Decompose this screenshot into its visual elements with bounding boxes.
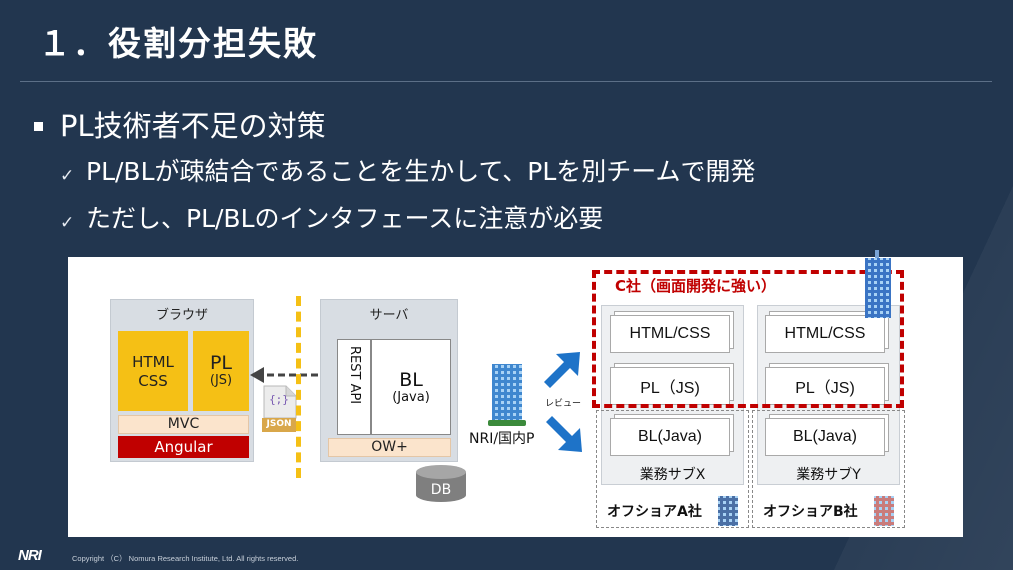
team-x-bl-card: BL(Java)	[610, 418, 730, 456]
mvc-bar: MVC	[118, 415, 249, 434]
offshore-a-label: オフショアA社	[607, 504, 702, 520]
arrow-down-right-icon	[546, 416, 582, 452]
bullet-square-icon	[34, 122, 43, 131]
team-x-html-card: HTML/CSS	[610, 315, 730, 353]
copyright-text: Copyright （C） Nomura Research Institute,…	[72, 554, 299, 563]
team-y-bl-card: BL(Java)	[765, 418, 885, 456]
db-label: DB	[430, 482, 452, 498]
sub-bullet-2: ただし、PL/BLのインタフェースに注意が必要	[86, 204, 604, 233]
bl-label: BL	[399, 369, 423, 391]
pl-label: PL	[209, 352, 233, 374]
nri-label: NRI/国内P	[469, 431, 535, 447]
angular-bar: Angular	[118, 436, 249, 458]
offshore-b-box	[752, 410, 905, 528]
team-x-name: 業務サブX	[639, 467, 706, 483]
css-label: CSS	[138, 372, 168, 390]
building-icon	[718, 496, 738, 526]
building-icon	[865, 250, 891, 318]
browser-pl-box: PL (JS)	[193, 331, 249, 411]
pl-js-label: (JS)	[209, 373, 233, 388]
building-icon	[874, 496, 894, 526]
html-label: HTML	[132, 353, 174, 371]
offshore-a-box	[596, 410, 749, 528]
rest-api-box	[337, 339, 371, 435]
json-glyph: {;}	[269, 393, 289, 406]
arrow-up-right-icon	[544, 352, 580, 388]
network-divider	[296, 296, 301, 478]
dashed-arrow-icon	[250, 367, 318, 383]
bl-java-label: (Java)	[392, 390, 430, 405]
database-icon	[416, 465, 466, 502]
server-bl-box: BL (Java)	[371, 339, 451, 435]
server-caption: サーバ	[369, 308, 409, 323]
company-c-label: C社（画面開発に強い）	[612, 275, 780, 296]
ow-plus-bar: OW+	[328, 438, 451, 457]
team-y-name: 業務サブY	[796, 467, 861, 483]
team-y-html-card: HTML/CSS	[765, 315, 885, 353]
html-css-box: HTML CSS	[118, 331, 188, 411]
main-bullet-text: PL技術者不足の対策	[60, 109, 326, 143]
nri-logo: NRI	[18, 547, 42, 564]
json-label: JSON	[266, 419, 292, 429]
browser-caption: ブラウザ	[155, 308, 208, 323]
team-y-pl-card: PL（JS)	[765, 367, 885, 405]
title-divider	[20, 81, 992, 82]
check-mark-icon: ✓	[60, 166, 75, 186]
review-label: レビュー	[545, 399, 582, 409]
check-mark-icon: ✓	[60, 213, 75, 233]
slide-title: １．役割分担失敗	[38, 24, 318, 63]
rest-api-label: REST API	[347, 346, 362, 405]
sub-bullet-1: PL/BLが疎結合であることを生かして、PLを別チームで開発	[86, 157, 756, 186]
building-icon	[488, 364, 526, 426]
offshore-b-label: オフショアB社	[763, 504, 858, 520]
company-c-frame	[592, 270, 904, 408]
json-file-icon	[262, 385, 297, 432]
